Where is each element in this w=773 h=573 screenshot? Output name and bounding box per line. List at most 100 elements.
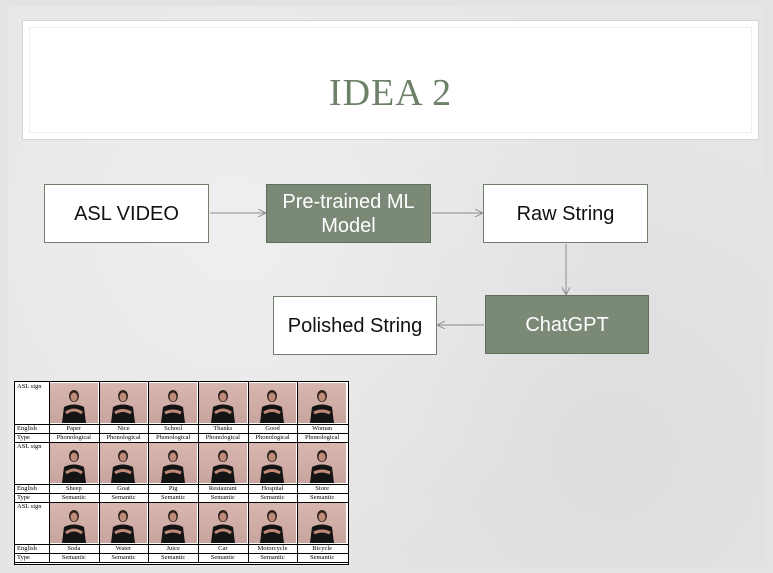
signer-figure: [210, 510, 235, 543]
sign-photo: [298, 443, 346, 483]
sign-photo: [248, 383, 297, 423]
sign-photo: [99, 443, 148, 483]
sign-photo: [248, 503, 297, 543]
row-label-english: English: [17, 425, 37, 432]
table-col-divider: [148, 382, 150, 442]
english-word: Restaurant: [208, 485, 237, 492]
row-label-type: Type: [17, 554, 30, 561]
signer-figure: [111, 390, 136, 423]
signer-figure: [61, 390, 86, 423]
table-col-divider: [148, 442, 150, 502]
table-row-divider: [15, 493, 348, 494]
table-col-divider: [247, 442, 249, 502]
sign-type: Phonological: [56, 434, 91, 441]
title-band-inner: [29, 27, 752, 133]
sign-photo: [199, 383, 247, 423]
sign-photo: [50, 443, 98, 483]
table-col-divider: [98, 382, 100, 442]
table-col-divider: [49, 442, 50, 502]
signer-figure: [260, 450, 285, 483]
slide-title: IDEA 2: [328, 72, 453, 114]
row-label-sign: ASL sign: [17, 383, 42, 390]
sign-type: Phonological: [106, 434, 141, 441]
signer-figure: [111, 510, 136, 543]
sign-photo: [298, 503, 346, 543]
row-label-english: English: [17, 485, 37, 492]
english-word: Water: [115, 545, 132, 552]
sign-type: Semantic: [260, 554, 285, 561]
sign-type: Phonological: [255, 434, 290, 441]
sign-type: Semantic: [111, 494, 136, 501]
signer-figure: [61, 510, 86, 543]
table-col-divider: [198, 442, 199, 502]
english-word: Paper: [66, 425, 82, 432]
sign-type: Phonological: [305, 434, 340, 441]
table-row-divider: [15, 484, 348, 485]
sign-type: Semantic: [161, 554, 186, 561]
node-raw-string: Raw String: [483, 184, 648, 243]
sign-photo: [50, 383, 98, 423]
signer-figure: [260, 510, 285, 543]
table-col-divider: [49, 502, 50, 562]
english-word: Car: [218, 545, 228, 552]
sign-type: Semantic: [111, 554, 136, 561]
table-col-divider: [148, 502, 150, 562]
sign-photo: [248, 443, 297, 483]
english-word: Thanks: [213, 425, 233, 432]
signer-figure: [161, 390, 186, 423]
node-chatgpt: ChatGPT: [485, 295, 649, 354]
english-word: Hospital: [261, 485, 284, 492]
sign-type: Phonological: [205, 434, 240, 441]
table-row-divider: [15, 553, 348, 554]
table-col-divider: [198, 502, 199, 562]
table-col-divider: [297, 382, 299, 442]
english-word: School: [164, 425, 183, 432]
sign-photo: [199, 443, 247, 483]
table-col-divider: [98, 502, 100, 562]
table-col-divider: [297, 502, 299, 562]
english-word: Motorcycle: [257, 545, 288, 552]
english-word: Pig: [168, 485, 178, 492]
english-word: Bicycle: [312, 545, 333, 552]
sign-type: Semantic: [61, 494, 86, 501]
sign-photo: [199, 503, 247, 543]
sign-photo: [50, 503, 98, 543]
english-word: Goat: [117, 485, 130, 492]
signer-figure: [310, 450, 335, 483]
table-col-divider: [198, 382, 199, 442]
sign-type: Semantic: [260, 494, 285, 501]
sign-photo: [149, 503, 197, 543]
table-row-divider: [15, 562, 348, 563]
signer-figure: [260, 390, 285, 423]
sign-photo: [99, 383, 148, 423]
sign-type: Semantic: [161, 494, 186, 501]
signer-figure: [111, 450, 136, 483]
english-word: Store: [315, 485, 330, 492]
sign-type: Semantic: [210, 554, 235, 561]
table-row-divider: [15, 433, 348, 434]
signer-figure: [310, 510, 335, 543]
table-row-divider: [15, 442, 348, 443]
table-row-divider: [15, 502, 348, 503]
signer-figure: [161, 450, 186, 483]
signer-figure: [310, 390, 335, 423]
row-label-sign: ASL sign: [17, 443, 42, 450]
english-word: Good: [265, 425, 280, 432]
sign-type: Semantic: [310, 554, 335, 561]
signer-figure: [210, 390, 235, 423]
title-band: IDEA 2: [22, 20, 759, 140]
sign-photo: [149, 383, 197, 423]
table-row-divider: [15, 424, 348, 425]
sign-type: Semantic: [210, 494, 235, 501]
sign-photo: [298, 383, 346, 423]
sign-photo: [99, 503, 148, 543]
node-asl-video: ASL VIDEO: [44, 184, 209, 243]
english-word: Nice: [117, 425, 130, 432]
node-polished-string: Polished String: [273, 296, 437, 355]
sign-photo: [149, 443, 197, 483]
table-col-divider: [98, 442, 100, 502]
table-col-divider: [247, 502, 249, 562]
english-word: Juice: [166, 545, 180, 552]
